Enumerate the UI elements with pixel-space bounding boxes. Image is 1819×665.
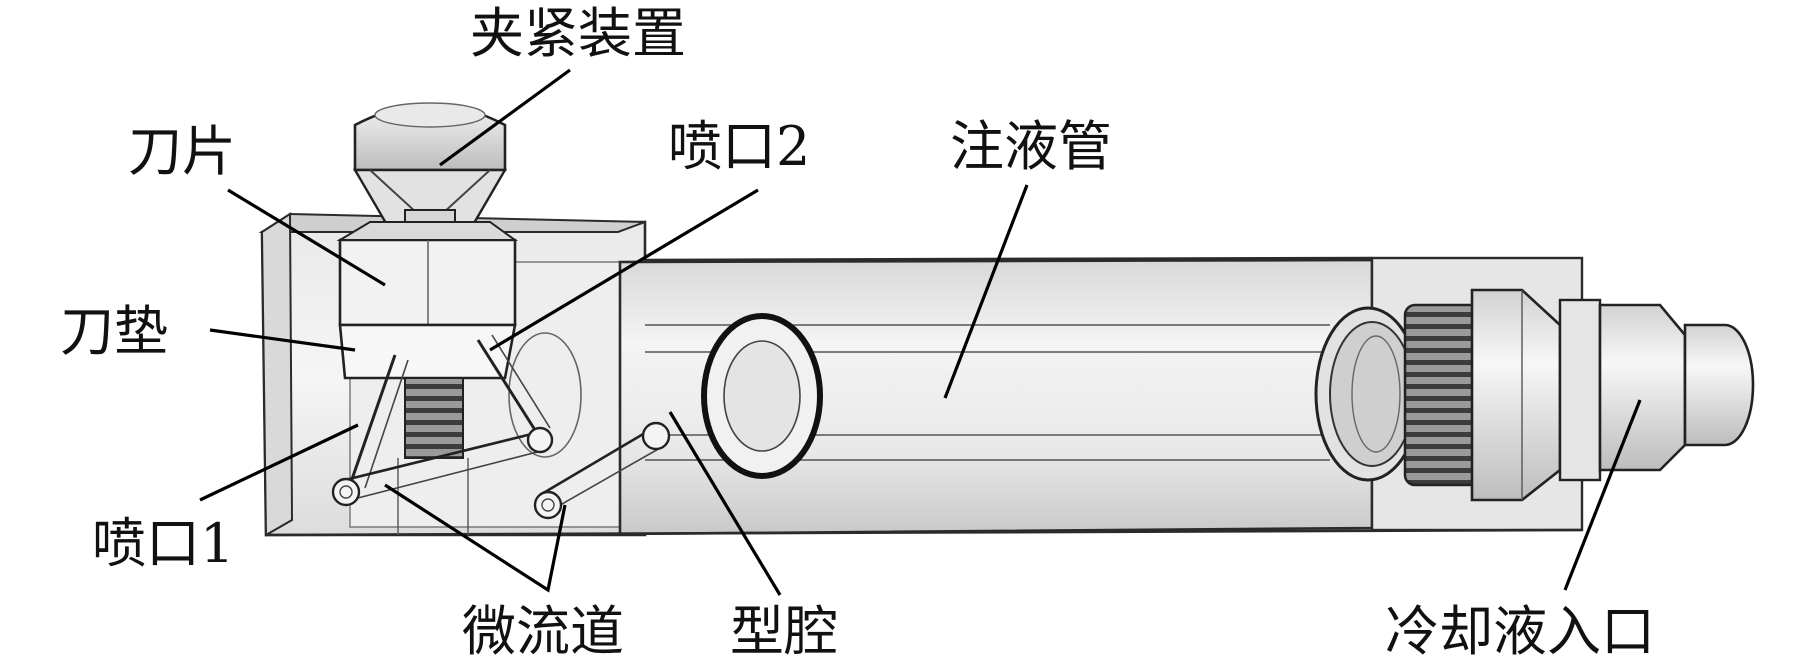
leader-blade	[227, 188, 386, 287]
labels: 夹紧装置 刀片 刀垫 喷口2 注液管 喷口1 微流道 型腔 冷却液入口	[60, 2, 1655, 663]
label-microchannel: 微流道	[462, 600, 624, 663]
nozzle-channels	[331, 334, 671, 520]
label-cavity: 型腔	[730, 600, 838, 663]
leader-shim	[209, 328, 356, 352]
label-nozzle1: 喷口1	[92, 512, 234, 575]
leader-clamp	[439, 68, 571, 167]
label-nozzle2: 喷口2	[668, 115, 810, 178]
leader-injection-tube	[943, 184, 1029, 399]
leader-lines	[199, 68, 1642, 596]
leader-nozzle1	[199, 423, 359, 502]
coolant-fitting	[1314, 288, 1755, 502]
cavity-ring	[508, 313, 823, 479]
label-shim: 刀垫	[60, 300, 168, 363]
label-clamp: 夹紧装置	[470, 2, 686, 65]
label-coolant-inlet: 冷却液入口	[1385, 600, 1655, 663]
label-blade: 刀片	[128, 120, 236, 183]
leader-nozzle2	[489, 188, 759, 352]
label-injection-tube: 注液管	[950, 115, 1112, 178]
leader-coolant-inlet	[1563, 399, 1642, 591]
leader-microchannel	[384, 483, 567, 593]
leader-cavity	[668, 411, 782, 596]
blade-insert	[336, 221, 519, 327]
blade-shim	[338, 323, 517, 380]
